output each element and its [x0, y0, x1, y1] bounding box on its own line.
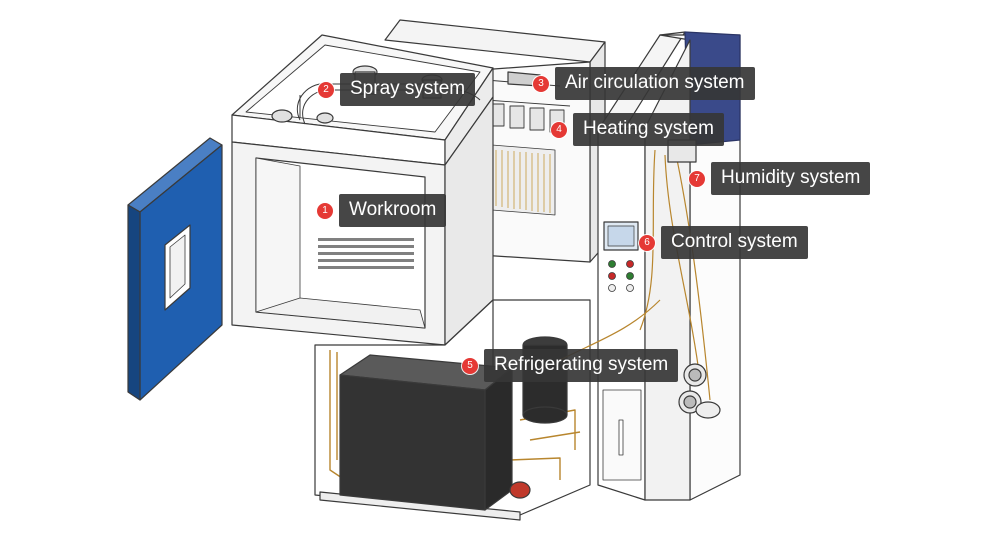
callout-heating-system: 4 Heating system [551, 113, 724, 146]
callout-workroom: 1 Workroom [317, 194, 447, 227]
callout-number-badge: 3 [533, 75, 549, 92]
callout-number-badge: 1 [317, 202, 333, 219]
callout-refrigerating-system: 5 Refrigerating system [462, 349, 679, 382]
callout-spray-system: 2 Spray system [318, 73, 476, 106]
callout-control-system: 6 Control system [639, 226, 808, 259]
callout-label: Humidity system [711, 162, 871, 195]
callout-label: Air circulation system [555, 67, 755, 100]
callout-air-circulation-system: 3 Air circulation system [533, 67, 755, 100]
callout-number-badge: 5 [462, 357, 478, 374]
door-panel [127, 137, 223, 401]
callout-number-badge: 4 [551, 121, 567, 138]
callout-humidity-system: 7 Humidity system [689, 162, 871, 195]
callout-number-badge: 7 [689, 170, 705, 187]
callout-label: Refrigerating system [484, 349, 679, 382]
callout-label: Heating system [573, 113, 724, 146]
callout-label: Workroom [339, 194, 447, 227]
callout-number-badge: 2 [318, 81, 334, 98]
callout-number-badge: 6 [639, 234, 655, 251]
callout-label: Control system [661, 226, 808, 259]
callout-label: Spray system [340, 73, 476, 106]
control-tower [559, 31, 741, 501]
